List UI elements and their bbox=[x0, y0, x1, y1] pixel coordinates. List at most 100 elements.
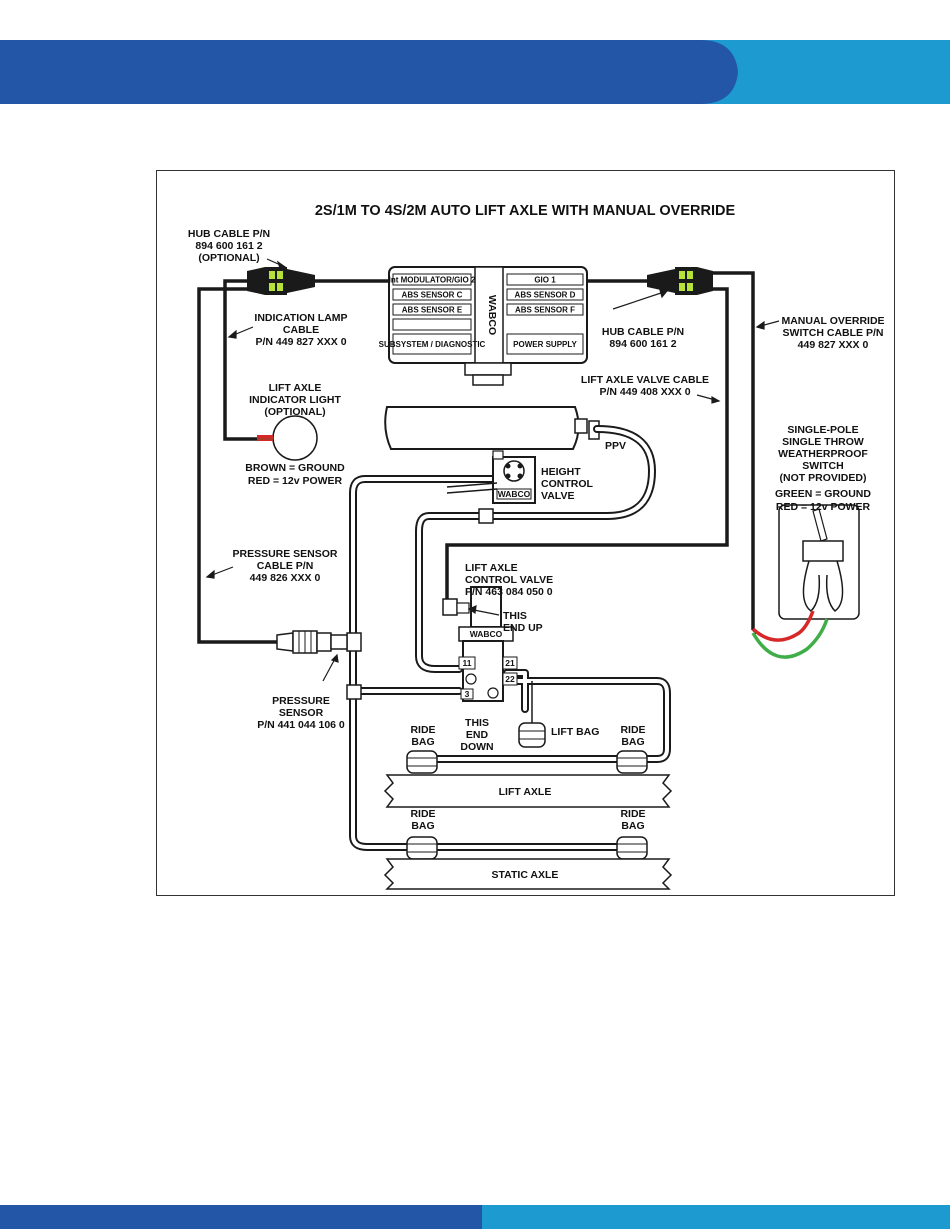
hcv-logo: WABCO bbox=[498, 489, 531, 499]
pressure-sensor-cable bbox=[197, 287, 277, 644]
lacv-port-22: 22 bbox=[505, 674, 515, 684]
hub-cable-left-3: (OPTIONAL) bbox=[198, 252, 259, 264]
wiring-diagram: 2S/1M TO 4S/2M AUTO LIFT AXLE WITH MANUA… bbox=[156, 170, 895, 896]
ecu-port-abs-e: ABS SENSOR E bbox=[402, 306, 463, 315]
diagram-title: 2S/1M TO 4S/2M AUTO LIFT AXLE WITH MANUA… bbox=[315, 203, 736, 219]
lift-axle-indicator-2: INDICATOR LIGHT bbox=[249, 394, 341, 406]
this-end-down-3: DOWN bbox=[460, 741, 493, 753]
this-end-up-2: END UP bbox=[503, 622, 543, 634]
ride-bag-label-2b: BAG bbox=[621, 736, 644, 748]
switch-label-4: SWITCH bbox=[802, 460, 843, 472]
ride-bag-label-1a: RIDE bbox=[410, 724, 435, 736]
this-end-up-1: THIS bbox=[503, 610, 527, 622]
lift-bag-label: LIFT BAG bbox=[551, 726, 599, 738]
tee-fitting-hcv bbox=[478, 508, 494, 524]
pressure-sensor-label-3: P/N 441 044 106 0 bbox=[257, 719, 345, 731]
lift-bag bbox=[518, 681, 546, 748]
lift-axle-control-valve: WABCO 11 21 22 3 bbox=[442, 586, 518, 702]
air-hoses bbox=[349, 425, 671, 851]
ecu-port-abs-d: ABS SENSOR D bbox=[515, 291, 576, 300]
hub-connector-right bbox=[647, 267, 713, 295]
switch-label-5: (NOT PROVIDED) bbox=[780, 472, 867, 484]
lift-axle-valve-cable-2: P/N 449 408 XXX 0 bbox=[599, 386, 690, 398]
hcv-label-1: HEIGHT bbox=[541, 466, 581, 478]
manual-override-2: SWITCH CABLE P/N bbox=[783, 327, 884, 339]
lift-axle-valve-cable-1: LIFT AXLE VALVE CABLE bbox=[581, 374, 709, 386]
ride-bag-label-1b: BAG bbox=[411, 736, 434, 748]
lacv-label-2: CONTROL VALVE bbox=[465, 574, 553, 586]
indication-lamp-cable bbox=[223, 279, 257, 441]
ecu-module: WABCO Int MODULATOR/GIO 2 ABS SENSOR C A… bbox=[379, 266, 588, 386]
hcv-label-3: VALVE bbox=[541, 490, 574, 502]
indication-lamp-cable-1: INDICATION LAMP bbox=[254, 312, 347, 324]
switch-wire-green bbox=[751, 618, 829, 659]
ride-bag-label-2a: RIDE bbox=[620, 724, 645, 736]
manual-override-1: MANUAL OVERRIDE bbox=[781, 315, 884, 327]
override-switch bbox=[778, 504, 860, 620]
lift-axle-beam bbox=[383, 774, 673, 808]
hub-cable-left-2: 894 600 161 2 bbox=[195, 240, 262, 252]
pressure-sensor-label-1: PRESSURE bbox=[272, 695, 330, 707]
hub-cable-left-1: HUB CABLE P/N bbox=[188, 228, 270, 240]
ride-bag-label-3a: RIDE bbox=[410, 808, 435, 820]
lacv-port-21: 21 bbox=[505, 658, 515, 668]
lacv-port-11: 11 bbox=[463, 658, 472, 668]
air-tank bbox=[384, 406, 600, 450]
lacv-label-3: P/N 463 084 050 0 bbox=[465, 586, 553, 598]
ride-bag-static-left bbox=[406, 836, 438, 860]
height-control-valve: WABCO bbox=[446, 450, 536, 504]
ride-bag-label-3b: BAG bbox=[411, 820, 434, 832]
static-axle-beam bbox=[383, 858, 673, 890]
header-blue-band bbox=[0, 40, 738, 104]
indication-lamp-cable-2: CABLE bbox=[283, 324, 319, 336]
ecu-port-power: POWER SUPPLY bbox=[513, 340, 577, 349]
lift-axle-valve-cable bbox=[445, 287, 729, 601]
ride-bag-static-right bbox=[616, 836, 648, 860]
switch-label-3: WEATHERPROOF bbox=[778, 448, 868, 460]
switch-wire-red-label: RED = 12v POWER bbox=[776, 501, 871, 513]
pressure-sensor-label-2: SENSOR bbox=[279, 707, 324, 719]
header-banner bbox=[0, 40, 950, 104]
lift-axle-indicator-1: LIFT AXLE bbox=[269, 382, 322, 394]
this-end-down-1: THIS bbox=[465, 717, 489, 729]
ecu-port-abs-f: ABS SENSOR F bbox=[515, 306, 575, 315]
pressure-sensor-cable-2: CABLE P/N bbox=[257, 560, 314, 572]
lacv-port-3: 3 bbox=[465, 689, 470, 699]
hcv-label-2: CONTROL bbox=[541, 478, 593, 490]
switch-wire-green-label: GREEN = GROUND bbox=[775, 488, 871, 500]
switch-wire-red bbox=[751, 610, 815, 642]
lift-axle-label: LIFT AXLE bbox=[499, 786, 552, 798]
ride-bag-label-4b: BAG bbox=[621, 820, 644, 832]
footer-blue-band bbox=[0, 1205, 482, 1229]
lacv-logo: WABCO bbox=[470, 629, 503, 639]
lift-axle-indicator-3: (OPTIONAL) bbox=[264, 406, 325, 418]
tee-fitting-sensor bbox=[346, 632, 362, 652]
this-end-down-2: END bbox=[466, 729, 489, 741]
lamp-wire-brown: BROWN = GROUND bbox=[245, 462, 345, 474]
ride-bag-label-4a: RIDE bbox=[620, 808, 645, 820]
hub-cable-right-2: 894 600 161 2 bbox=[609, 338, 676, 350]
footer-banner bbox=[0, 1205, 950, 1229]
lamp-wire-red: RED = 12v POWER bbox=[248, 475, 343, 487]
manual-override-cable bbox=[712, 271, 759, 635]
lacv-label-1: LIFT AXLE bbox=[465, 562, 518, 574]
ride-bag-lift-right bbox=[616, 750, 648, 774]
callout-arrows bbox=[205, 258, 780, 682]
hub-connector-left bbox=[247, 267, 315, 295]
ecu-logo: WABCO bbox=[486, 295, 498, 335]
tee-fitting-lower bbox=[346, 684, 362, 700]
pressure-sensor-cable-1: PRESSURE SENSOR bbox=[232, 548, 337, 560]
static-axle-label: STATIC AXLE bbox=[492, 869, 559, 881]
ecu-port-abs-c: ABS SENSOR C bbox=[402, 291, 463, 300]
switch-label-2: SINGLE THROW bbox=[782, 436, 864, 448]
switch-label-1: SINGLE-POLE bbox=[787, 424, 858, 436]
pressure-sensor-cable-3: 449 826 XXX 0 bbox=[250, 572, 321, 584]
ecu-port-gio1: GIO 1 bbox=[534, 276, 556, 285]
footer-teal-band bbox=[482, 1205, 950, 1229]
hub-cable-right-1: HUB CABLE P/N bbox=[602, 326, 684, 338]
ppv-label: PPV bbox=[605, 440, 626, 452]
ecu-port-int-modulator: Int MODULATOR/GIO 2 bbox=[389, 276, 476, 285]
manual-override-3: 449 827 XXX 0 bbox=[798, 339, 869, 351]
ride-bag-lift-left bbox=[406, 750, 438, 774]
ecu-port-subsystem: SUBSYSTEM / DIAGNOSTIC bbox=[379, 340, 486, 349]
